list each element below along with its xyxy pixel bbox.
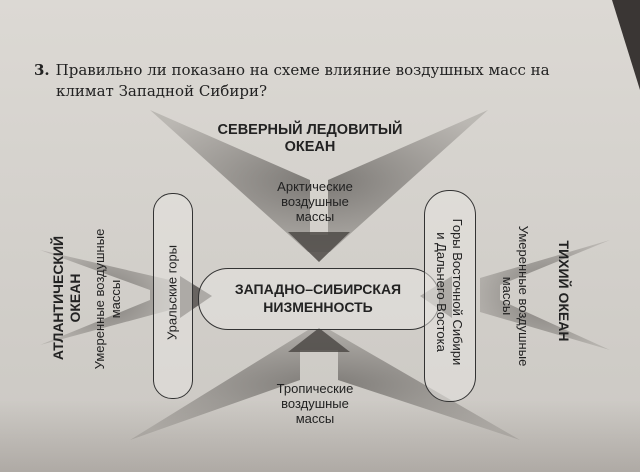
- arctic-air-mass-label: Арктические воздушные массы: [240, 179, 390, 224]
- question-number: 3.: [34, 61, 50, 79]
- arrow-east: [480, 240, 610, 350]
- atlantic-line-1: АТЛАНТИЧЕСКИЙ: [50, 235, 66, 361]
- center-line-1: ЗАПАДНО–СИБИРСКАЯ: [234, 281, 402, 297]
- arrow-south-head: [288, 328, 350, 352]
- north-ocean-line-2: ОКЕАН: [284, 139, 336, 155]
- east-temperate-air-label: Умеренные воздушные массы: [499, 191, 531, 401]
- north-ocean-line-1: СЕВЕРНЫЙ ЛЕДОВИТЫЙ: [217, 122, 403, 138]
- tropical-air-mass-label: Тропические воздушные массы: [240, 381, 390, 426]
- tropical-line-3: массы: [295, 411, 335, 426]
- arrow-west: [40, 250, 170, 345]
- north-ocean-label: СЕВЕРНЫЙ ЛЕДОВИТЫЙ ОКЕАН: [190, 122, 430, 156]
- question-line-1: Правильно ли показано на схеме влияние в…: [55, 61, 550, 79]
- west-mass-line-2: массы: [108, 279, 123, 319]
- question-line-2: климат Западной Сибири?: [56, 82, 267, 100]
- east-mass-line-2: массы: [500, 276, 515, 316]
- arctic-line-1: Арктические: [277, 179, 353, 194]
- west-siberian-lowland-label: ЗАПАДНО–СИБИРСКАЯ НИЗМЕННОСТЬ: [198, 280, 438, 316]
- ural-mountains-box: [153, 193, 193, 399]
- center-line-2: НИЗМЕННОСТЬ: [263, 299, 373, 315]
- atlantic-line-2: ОКЕАН: [67, 273, 83, 323]
- tropical-line-1: Тропические: [276, 381, 354, 396]
- west-siberian-lowland-box: [198, 268, 440, 330]
- east-mountains-box: [424, 190, 476, 402]
- west-temperate-air-label: Умеренные воздушные массы: [92, 194, 124, 404]
- question-text: 3. Правильно ли показано на схеме влияние…: [34, 60, 594, 102]
- east-mass-line-1: Умеренные воздушные: [516, 225, 531, 367]
- west-mass-line-1: Умеренные воздушные: [92, 228, 107, 370]
- arrow-north-head: [288, 232, 350, 262]
- tropical-line-2: воздушные: [281, 396, 349, 411]
- east-mountains-label: Горы Восточной Сибири и Дальнего Востока: [433, 192, 465, 392]
- atlantic-ocean-label: АТЛАНТИЧЕСКИЙ ОКЕАН: [50, 198, 84, 398]
- arctic-line-2: воздушные: [281, 194, 349, 209]
- east-mountains-line-2: и Дальнего Востока: [434, 232, 449, 352]
- page-shadow: [0, 400, 640, 472]
- east-mountains-line-1: Горы Восточной Сибири: [450, 218, 465, 366]
- arctic-line-3: массы: [295, 209, 335, 224]
- ural-mountains-label: Уральские горы: [164, 244, 180, 341]
- pacific-ocean-label: ТИХИЙ ОКЕАН: [556, 240, 572, 342]
